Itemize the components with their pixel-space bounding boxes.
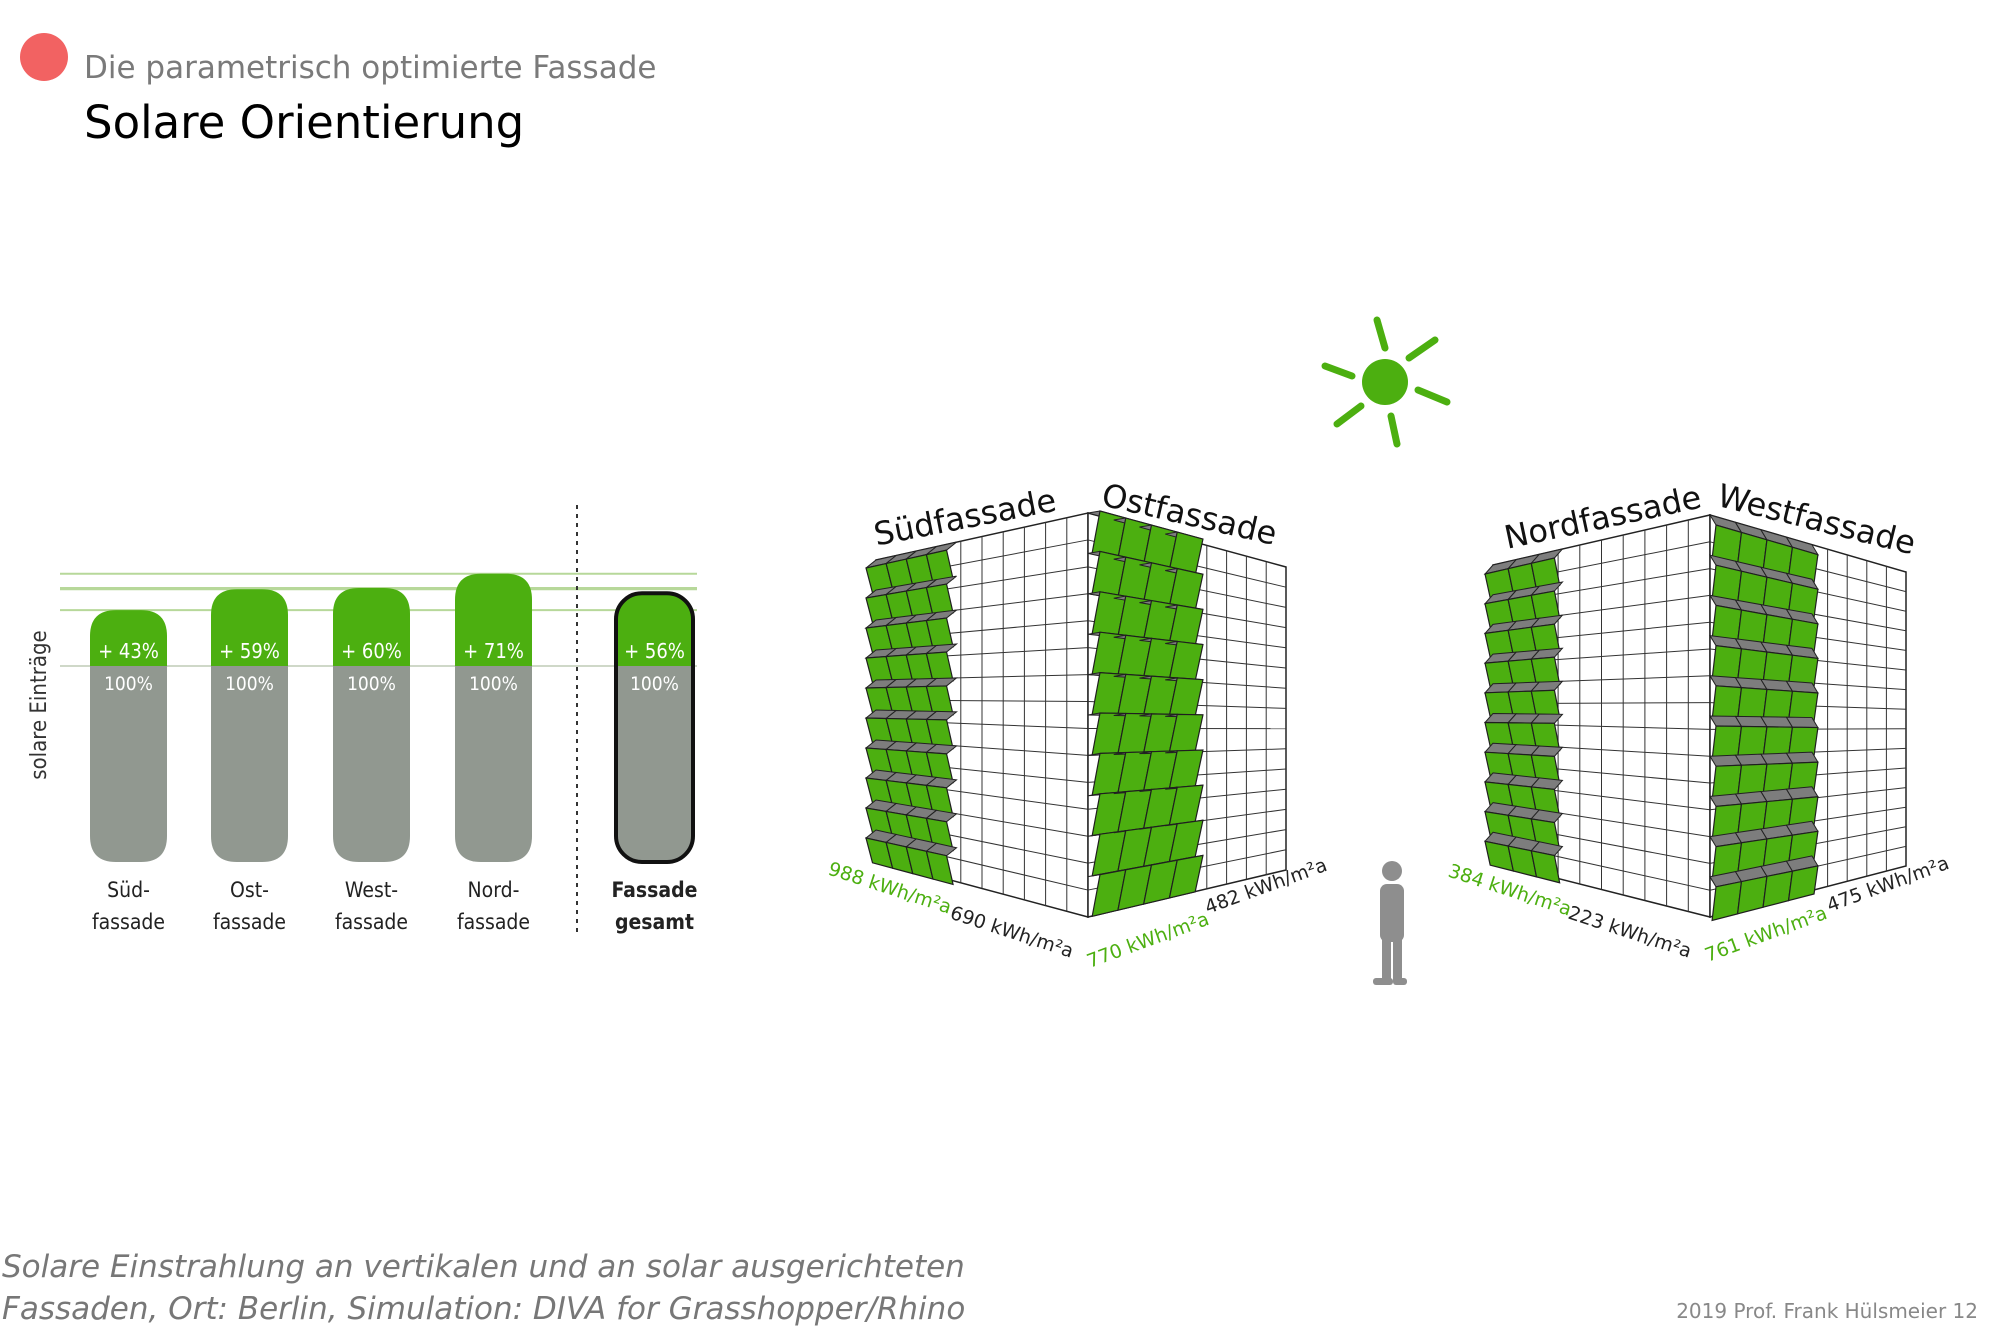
bar-increase-label: + 60% xyxy=(341,639,402,663)
bar-increase-label: + 43% xyxy=(98,639,159,663)
bar-category-label: fassade xyxy=(92,910,165,934)
building-left xyxy=(866,511,1286,917)
bar-category-label: gesamt xyxy=(615,910,694,934)
person-icon xyxy=(1373,861,1407,985)
bar: + 56% 100% Fassade gesamt xyxy=(611,593,697,934)
value-sued-base: 690 kWh/m²a xyxy=(947,902,1076,963)
bar-base-segment xyxy=(455,666,532,862)
bar-category-label: fassade xyxy=(457,910,530,934)
value-nord-base: 223 kWh/m²a xyxy=(1565,902,1694,963)
bar: + 60% 100% West-fassade xyxy=(333,588,410,934)
bar-category-label: fassade xyxy=(213,910,286,934)
bar-base-segment xyxy=(90,666,167,862)
bar-category-label: Ost- xyxy=(230,878,269,902)
bar-category-label: Süd- xyxy=(107,878,150,902)
bar-base-label: 100% xyxy=(104,673,153,695)
bar-category-label: West- xyxy=(345,878,398,902)
bar-base-label: 100% xyxy=(347,673,396,695)
bar: + 59% 100% Ost-fassade xyxy=(211,589,288,934)
sun-icon xyxy=(1325,320,1447,444)
value-ost-green: 770 kWh/m²a xyxy=(1084,908,1212,973)
bar-increase-label: + 59% xyxy=(219,639,280,663)
bar-base-label: 100% xyxy=(469,673,518,695)
bar-increase-label: + 71% xyxy=(463,639,524,663)
bar-base-segment xyxy=(616,666,693,862)
bar-increase-label: + 56% xyxy=(624,639,685,663)
bar-base-segment xyxy=(211,666,288,862)
bar-category-label: fassade xyxy=(335,910,408,934)
bars: + 43% 100% Süd-fassade + 59% 100% Ost-fassade… xyxy=(90,574,698,934)
panels-ostfassade xyxy=(1088,511,1203,916)
caption: Solare Einstrahlung an vertikalen und an… xyxy=(2,1246,965,1330)
bar-base-label: 100% xyxy=(225,673,274,695)
building-right xyxy=(1485,515,1906,921)
panels-suedfassade xyxy=(866,542,957,884)
bar-chart: solare Einträge + 43%100%Süd-fassade+ 59… xyxy=(27,505,698,935)
bar-base-label: 100% xyxy=(630,673,679,695)
caption-line-2: Fassaden, Ort: Berlin, Simulation: DIVA … xyxy=(2,1288,965,1330)
panels-nordfassade xyxy=(1485,549,1562,883)
bar: + 71% 100% Nord-fassade xyxy=(455,574,532,934)
bar: + 43% 100% Süd-fassade xyxy=(90,610,167,934)
bar-category-label: Fassade xyxy=(611,878,697,902)
panels-westfassade xyxy=(1710,515,1818,921)
footer-credit: 2019 Prof. Frank Hülsmeier 12 xyxy=(1676,1299,1978,1323)
bar-base-segment xyxy=(333,666,410,862)
caption-line-1: Solare Einstrahlung an vertikalen und an… xyxy=(2,1246,965,1288)
bar-category-label: Nord- xyxy=(468,878,520,902)
y-axis-label: solare Einträge xyxy=(27,630,52,779)
